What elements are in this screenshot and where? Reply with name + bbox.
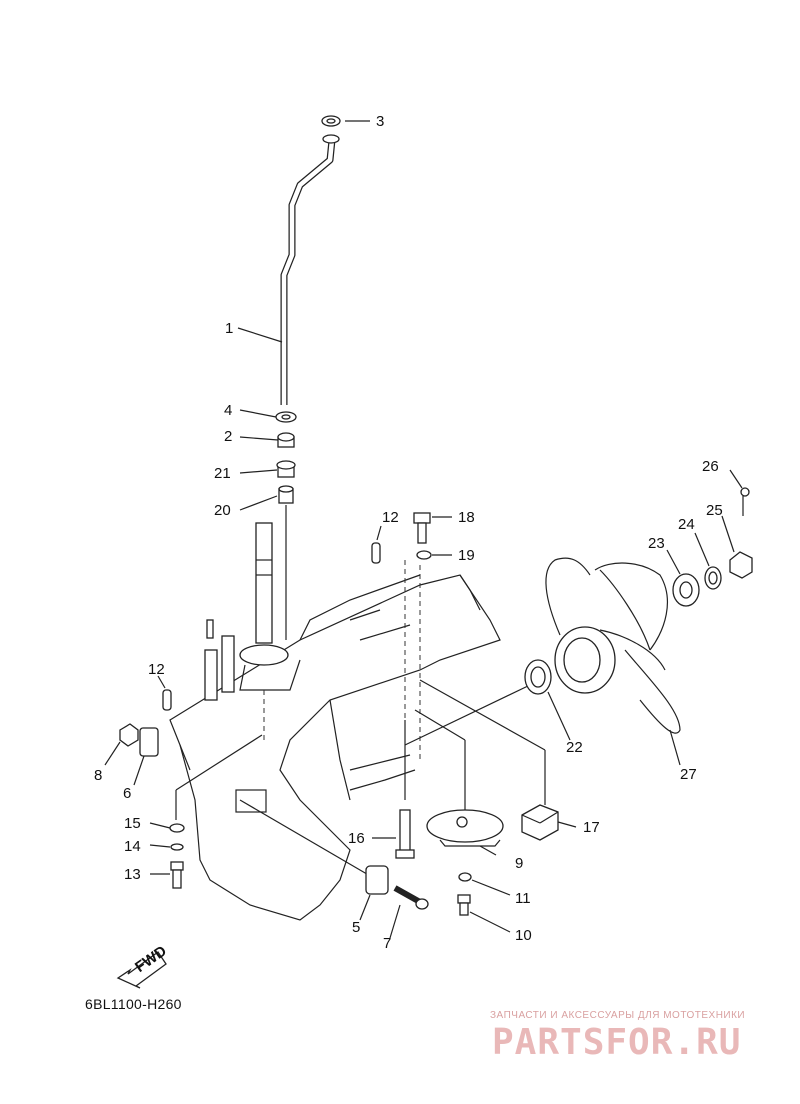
- callout-label-c14: 14: [124, 838, 141, 855]
- callout-label-c24: 24: [678, 516, 695, 533]
- leader-lines: [175, 679, 546, 878]
- water-tube-part: [280, 134, 340, 405]
- callout-label-c15: 15: [124, 815, 141, 832]
- fwd-arrow-icon: FWD: [116, 942, 170, 989]
- callout-label-c6: 6: [123, 785, 131, 802]
- callout-label-c17: 17: [583, 819, 600, 836]
- callout-label-c22: 22: [566, 739, 583, 756]
- callout-label-c1: 1: [225, 320, 233, 337]
- bolt-16: [395, 809, 415, 859]
- callout-label-c12a: 12: [148, 661, 165, 678]
- callout-leaders: [104, 120, 743, 939]
- callout-label-c26: 26: [702, 458, 719, 475]
- callout-label-c10: 10: [515, 927, 532, 944]
- callout-label-c8: 8: [94, 767, 102, 784]
- callout-label-c16: 16: [348, 830, 365, 847]
- watermark-tagline: ЗАПЧАСТИ И АКСЕССУАРЫ ДЛЯ МОТОТЕХНИКИ: [490, 1010, 746, 1021]
- anode-plate-part: [426, 809, 504, 847]
- screw-part: [393, 885, 429, 910]
- callout-label-c5: 5: [352, 919, 360, 936]
- callout-labels: 1234567891011121213141516171819202122232…: [94, 113, 723, 952]
- callout-label-c19: 19: [458, 547, 475, 564]
- bolt-part: [413, 512, 431, 544]
- callout-label-c11: 11: [515, 890, 531, 907]
- lower-casing-body: [169, 574, 501, 921]
- drive-shaft: [204, 522, 301, 701]
- callout-label-c12b: 12: [382, 509, 399, 526]
- watermark-brand: PARTSFOR.RU: [492, 1022, 742, 1063]
- callout-label-c3: 3: [376, 113, 384, 130]
- seal-stack-parts: [275, 411, 297, 640]
- callout-label-c27: 27: [680, 766, 697, 783]
- callout-label-c18: 18: [458, 509, 475, 526]
- pin-part: [162, 689, 172, 711]
- trim-tab-part: [365, 865, 389, 895]
- callout-label-c7: 7: [383, 935, 391, 952]
- spacer-part: [524, 659, 552, 695]
- propeller-part: [545, 557, 681, 734]
- callout-label-c21: 21: [214, 465, 231, 482]
- nut-part: [119, 723, 139, 747]
- callout-label-c9: 9: [515, 855, 523, 872]
- prop-nut-part: [729, 551, 753, 579]
- callout-label-c13: 13: [124, 866, 141, 883]
- callout-label-c20: 20: [214, 502, 231, 519]
- callout-label-c25: 25: [706, 502, 723, 519]
- plate-part: [139, 727, 159, 757]
- callout-label-c2: 2: [224, 428, 232, 445]
- callout-label-c23: 23: [648, 535, 665, 552]
- bolt-13: [170, 861, 184, 889]
- anode-block-part: [521, 804, 559, 841]
- cotter-pin-part: [740, 487, 750, 516]
- diagram-code: 6BL1100-H260: [85, 996, 182, 1012]
- callout-label-c4: 4: [224, 402, 232, 419]
